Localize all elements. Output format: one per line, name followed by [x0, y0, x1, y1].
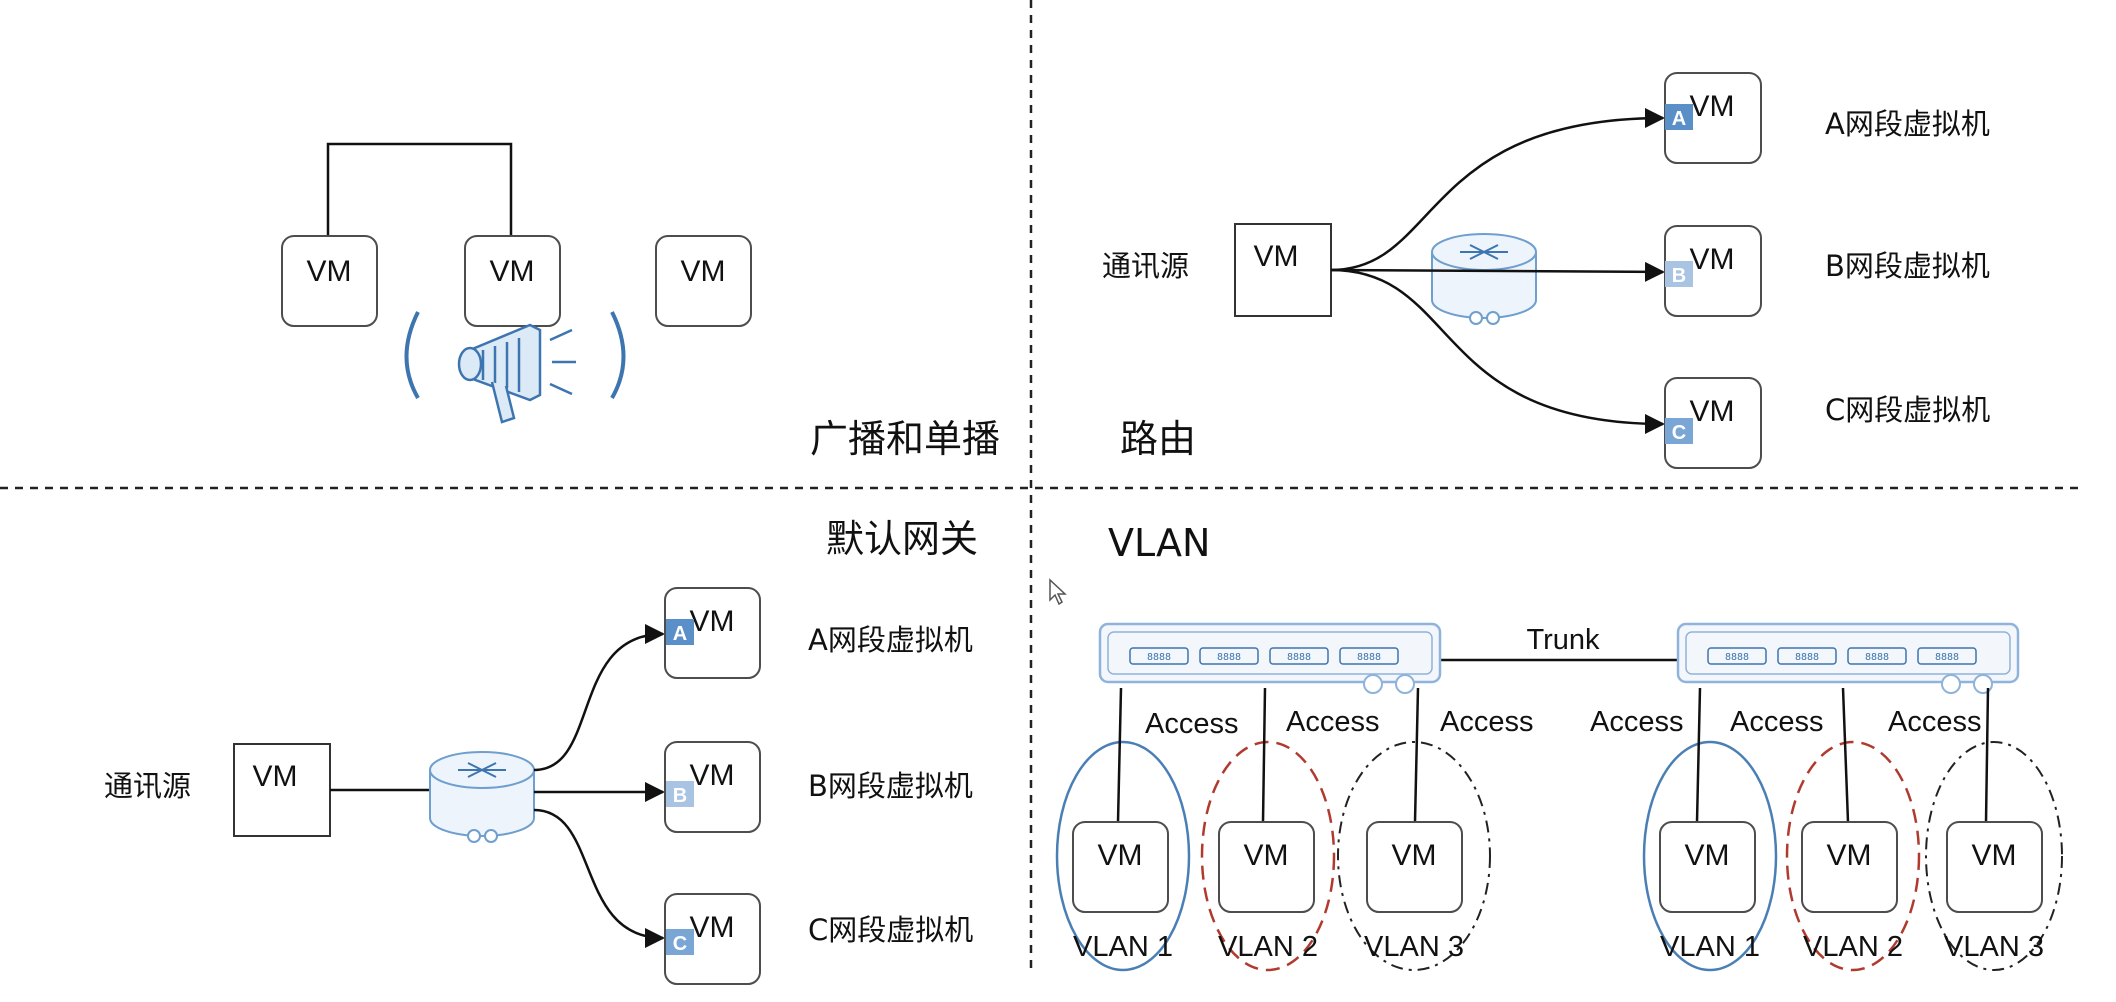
- vlan-group: Access VM VLAN 1: [1590, 687, 1778, 972]
- port-group: 8888: [1269, 647, 1329, 665]
- vlan-group: Access VM VLAN 1: [1055, 687, 1238, 972]
- vm-label: VM: [253, 760, 298, 793]
- badge-letter: A: [1672, 108, 1686, 130]
- target-vm-b: VM B: [1664, 225, 1762, 317]
- vlan-group: Access VM VLAN 2: [1730, 687, 1921, 972]
- target-vm-c: VM C: [1664, 377, 1762, 469]
- target-vm-b: VM B: [664, 741, 761, 833]
- vlan-label: VLAN 3: [1364, 931, 1464, 963]
- switch-1: 8888 8888 8888 8888: [1098, 622, 1442, 694]
- access-label: Access: [1145, 708, 1238, 740]
- access-label: Access: [1440, 706, 1533, 738]
- target-vm-a: VM A: [1664, 72, 1762, 164]
- target-label-b: B网段虚拟机: [1825, 249, 1990, 283]
- vlan-label: VLAN 1: [1660, 931, 1760, 963]
- port-label: 8888: [1357, 652, 1381, 663]
- trunk-label: Trunk: [1526, 624, 1600, 656]
- vlan-group: Access VM VLAN 3: [1888, 687, 2063, 971]
- vlan-title: VLAN: [1108, 521, 1210, 565]
- port-label: 8888: [1147, 652, 1171, 663]
- vlan-label: VLAN 1: [1073, 931, 1173, 963]
- access-label: Access: [1730, 706, 1823, 738]
- vm-label: VM: [1244, 839, 1289, 872]
- port-group: 8888: [1199, 647, 1259, 665]
- target-label-c: C网段虚拟机: [808, 913, 973, 947]
- vlan-quadrant: VLAN Trunk 8888 8888 8888 8888: [1049, 521, 2063, 972]
- port-label: 8888: [1865, 652, 1889, 663]
- gateway-title: 默认网关: [826, 517, 978, 561]
- source-label: 通讯源: [104, 769, 191, 803]
- router-icon: [429, 751, 535, 843]
- badge-a: [1665, 104, 1693, 130]
- routing-quadrant: 通讯源 VM VM A A网段虚拟机 VM B B网段虚拟机: [1102, 72, 1990, 469]
- vlan-group: Access VM VLAN 3: [1337, 687, 1533, 971]
- port-group: 8888: [1917, 647, 1977, 665]
- target-label-a: A网段虚拟机: [1825, 107, 1990, 141]
- source-vm-box: VM: [1234, 223, 1332, 317]
- gateway-quadrant: 默认网关 通讯源 VM VM A A网段虚拟机 VM B: [104, 517, 978, 985]
- vm-label: VM: [1392, 839, 1437, 872]
- vm-box: VM: [655, 235, 752, 327]
- broadcast-quadrant: VM VM VM 广播和单播: [281, 142, 1000, 461]
- badge-c: [666, 929, 694, 955]
- port-group: 8888: [1707, 647, 1767, 665]
- target-vm-c: VM C: [664, 893, 761, 985]
- port-label: 8888: [1795, 652, 1819, 663]
- badge-b: [1665, 261, 1693, 287]
- vm-label: VM: [1827, 839, 1872, 872]
- badge-letter: B: [673, 785, 687, 807]
- badge-c: [1665, 418, 1693, 444]
- badge-letter: A: [673, 623, 687, 645]
- vlan-label: VLAN 3: [1944, 931, 2044, 963]
- badge-a: [666, 619, 694, 645]
- vm-label: VM: [1972, 839, 2017, 872]
- unicast-link: [326, 142, 513, 237]
- vm-label: VM: [690, 605, 735, 638]
- vm-label: VM: [490, 255, 535, 288]
- router-icon: [1431, 233, 1537, 325]
- port-label: 8888: [1725, 652, 1749, 663]
- badge-letter: B: [1672, 265, 1686, 287]
- port-label: 8888: [1217, 652, 1241, 663]
- mouse-cursor-icon: [1049, 578, 1067, 606]
- target-label-c: C网段虚拟机: [1825, 393, 1990, 427]
- vm-label: VM: [1690, 395, 1735, 428]
- access-label: Access: [1590, 706, 1683, 738]
- vm-box: VM: [464, 235, 561, 327]
- vm-label: VM: [681, 255, 726, 288]
- port-group: 8888: [1777, 647, 1837, 665]
- port-label: 8888: [1935, 652, 1959, 663]
- vm-label: VM: [1690, 243, 1735, 276]
- port-label: 8888: [1287, 652, 1311, 663]
- vm-label: VM: [690, 911, 735, 944]
- badge-letter: C: [673, 933, 687, 955]
- vm-label: VM: [690, 759, 735, 792]
- port-group: 8888: [1339, 647, 1399, 665]
- source-vm-box: VM: [233, 743, 331, 837]
- vm-label: VM: [1690, 90, 1735, 123]
- badge-letter: C: [1672, 422, 1686, 444]
- vm-label: VM: [307, 255, 352, 288]
- vlan-label: VLAN 2: [1218, 931, 1318, 963]
- target-label-b: B网段虚拟机: [808, 769, 973, 803]
- port-group: 8888: [1847, 647, 1907, 665]
- vm-label: VM: [1685, 839, 1730, 872]
- vm-label: VM: [1098, 839, 1143, 872]
- vlan-group: Access VM VLAN 2: [1200, 687, 1379, 972]
- vm-box: VM: [281, 235, 378, 327]
- port-group: 8888: [1129, 647, 1189, 665]
- megaphone-icon: [404, 311, 626, 424]
- badge-b: [666, 781, 694, 807]
- vm-label: VM: [1254, 240, 1299, 273]
- access-label: Access: [1286, 706, 1379, 738]
- access-label: Access: [1888, 706, 1981, 738]
- vlan-label: VLAN 2: [1803, 931, 1903, 963]
- source-label: 通讯源: [1102, 249, 1189, 283]
- switch-2: 8888 8888 8888 8888: [1676, 622, 2020, 694]
- target-label-a: A网段虚拟机: [808, 623, 973, 657]
- target-vm-a: VM A: [664, 587, 761, 679]
- routing-title: 路由: [1120, 417, 1196, 461]
- broadcast-title: 广播和单播: [810, 417, 1000, 461]
